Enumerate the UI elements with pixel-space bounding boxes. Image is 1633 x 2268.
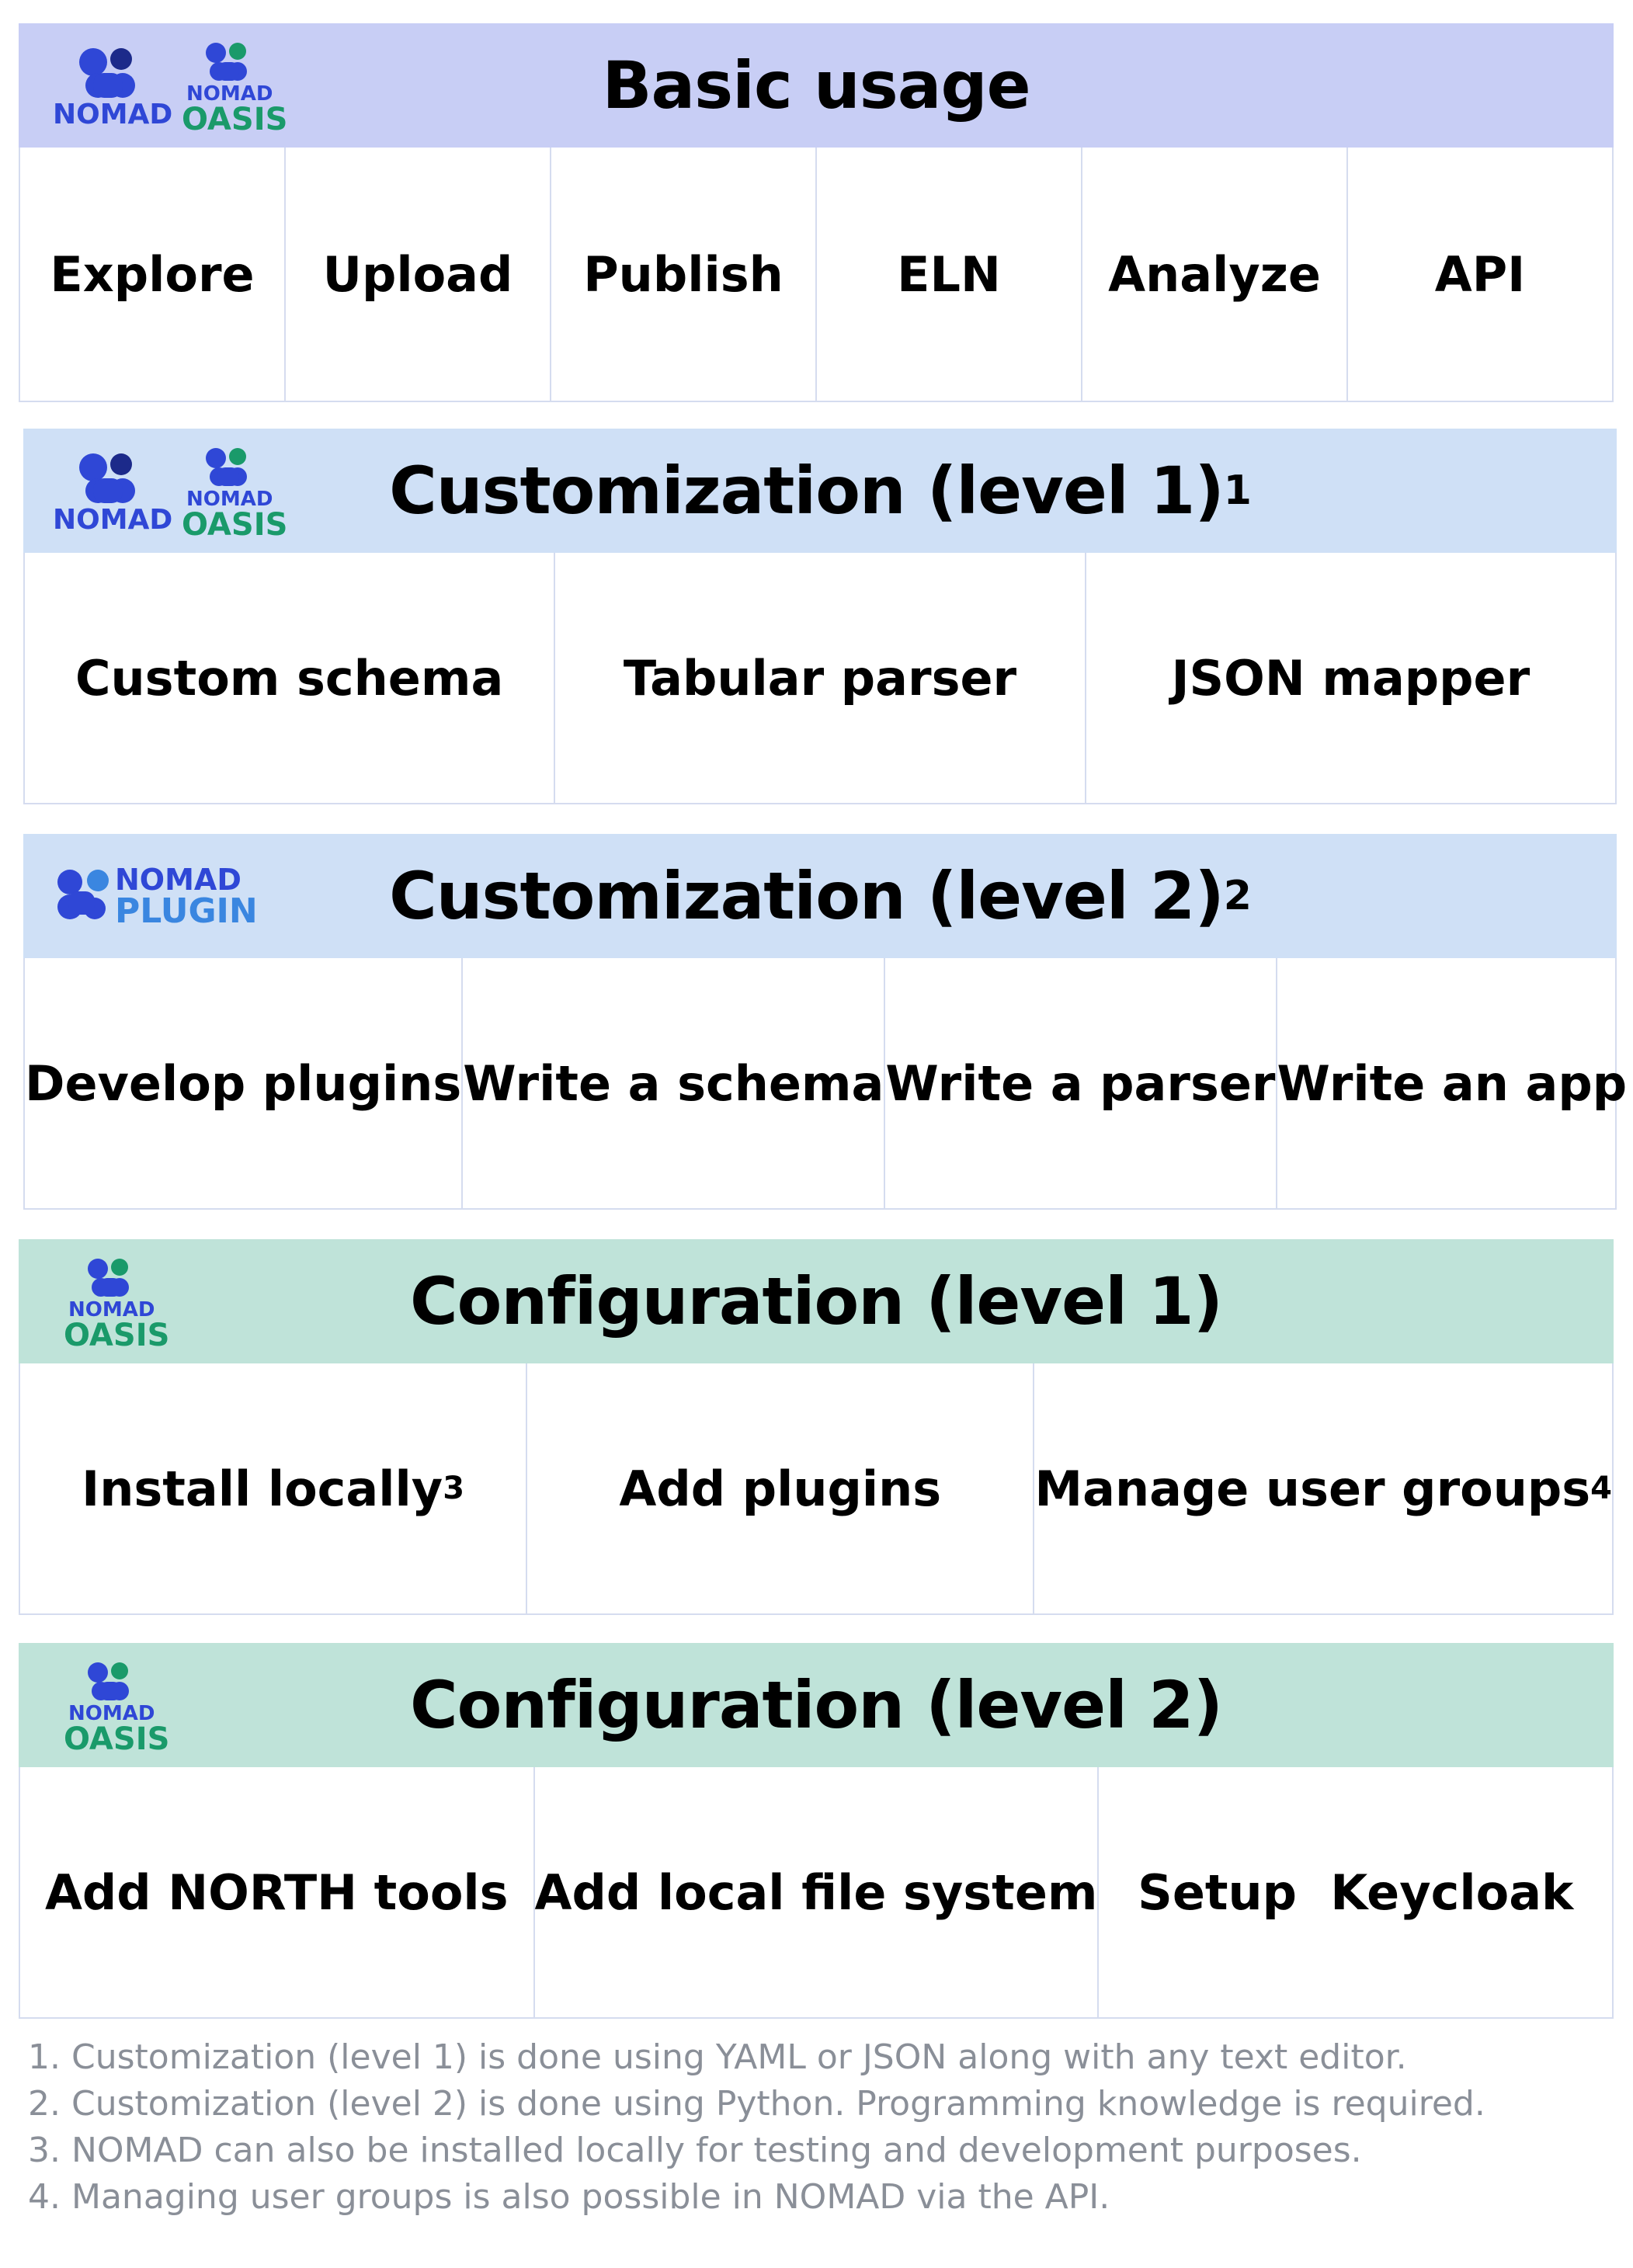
oasis-logo-bottom: OASIS [182, 507, 288, 543]
cell-write-a-parser[interactable]: Write a parser [885, 958, 1277, 1208]
oasis-logo-icon [88, 1259, 129, 1297]
footnote-marker: 3 [443, 1471, 465, 1506]
section-customization-level-1: NOMAD NOMAD OASIS Customization (level 1… [23, 429, 1617, 804]
footnote-marker: 4 [1590, 1471, 1613, 1506]
nomad-oasis-logo: NOMAD OASIS [61, 1660, 169, 1755]
section-customization-level-2: NOMAD PLUGIN Customization (level 2)2 De… [23, 834, 1627, 1210]
plugin-logo-bottom: PLUGIN [115, 891, 258, 931]
footnote-number: 2. [28, 2084, 61, 2124]
cell-add-north-tools[interactable]: Add NORTH tools [20, 1767, 535, 2017]
footnote-text: Customization (level 1) is done using YA… [71, 2037, 1407, 2077]
footnote: 4.Managing user groups is also possible … [28, 2174, 1612, 2221]
cell-eln[interactable]: ELN [817, 148, 1082, 401]
section-title: Basic usage [602, 47, 1030, 123]
cell-api[interactable]: API [1434, 245, 1526, 303]
footnote: 3. NOMAD can also be installed locally fo… [28, 2127, 1612, 2174]
oasis-logo-icon [206, 448, 247, 486]
nomad-oasis-logo: NOMAD OASIS [179, 446, 287, 540]
nomad-logo-icon [79, 48, 135, 98]
nomad-oasis-logo: NOMAD OASIS [179, 40, 287, 135]
cell-analyze[interactable]: Analyze [1082, 148, 1348, 401]
nomad-logo: NOMAD [53, 450, 172, 536]
footnote-number: 4. [28, 2177, 61, 2217]
section-header: NOMAD OASIS Configuration (level 2) [19, 1643, 1614, 1767]
oasis-logo-bottom: OASIS [182, 102, 288, 137]
footnote-number: 1. [28, 2037, 61, 2077]
cell-custom-schema[interactable]: Custom schema [25, 553, 556, 803]
footnote: 2.Customization (level 2) is done using … [28, 2081, 1612, 2127]
nomad-logo: NOMAD [53, 45, 172, 130]
section-basic-usage: NOMAD NOMAD OASIS Basic usage Explore Up… [19, 23, 1614, 402]
nomad-plugin-logo: NOMAD PLUGIN [51, 863, 284, 933]
section-cells: Custom schema Tabular parser JSON mapper [23, 553, 1617, 804]
footnote-text: NOMAD can also be installed locally for … [71, 2131, 1362, 2170]
oasis-logo-top: NOMAD [68, 1298, 155, 1322]
section-title: Customization (level 2)2 [389, 858, 1252, 934]
section-header: NOMAD PLUGIN Customization (level 2)2 [23, 834, 1617, 958]
section-configuration-level-2: NOMAD OASIS Configuration (level 2) Add … [19, 1643, 1614, 2019]
oasis-logo-top: NOMAD [186, 488, 273, 511]
plugin-logo-icon [57, 870, 109, 919]
footnote: 1.Customization (level 1) is done using … [28, 2034, 1612, 2081]
nomad-logo-text: NOMAD [53, 99, 173, 130]
cell-json-mapper[interactable]: JSON mapper [1171, 649, 1531, 707]
oasis-logo-bottom: OASIS [64, 1318, 170, 1353]
oasis-logo-icon [88, 1662, 129, 1700]
footnotes: 1.Customization (level 1) is done using … [28, 2034, 1612, 2221]
plugin-logo-top: NOMAD [115, 863, 241, 897]
section-title: Configuration (level 2) [410, 1667, 1223, 1743]
footnote-text: Managing user groups is also possible in… [71, 2177, 1110, 2217]
cell-add-local-file-system[interactable]: Add local file system [535, 1767, 1100, 2017]
title-footnote-marker: 1 [1223, 467, 1252, 514]
oasis-logo-top: NOMAD [186, 82, 273, 106]
cell-tabular-parser[interactable]: Tabular parser [555, 553, 1086, 803]
oasis-logo-bottom: OASIS [64, 1721, 170, 1757]
section-configuration-level-1: NOMAD OASIS Configuration (level 1) Inst… [19, 1239, 1614, 1615]
nomad-logo-icon [79, 453, 135, 503]
cell-upload[interactable]: Upload [286, 148, 551, 401]
footnote-text: Customization (level 2) is done using Py… [71, 2084, 1485, 2124]
cell-develop-plugins[interactable]: Develop plugins [25, 958, 464, 1208]
cell-write-an-app[interactable]: Write an app [1277, 1054, 1628, 1112]
section-header: NOMAD NOMAD OASIS Basic usage [19, 23, 1614, 148]
section-title: Configuration (level 1) [410, 1263, 1223, 1339]
footnote-number: 3. [28, 2131, 61, 2170]
nomad-oasis-logo: NOMAD OASIS [61, 1256, 169, 1351]
oasis-logo-icon [206, 43, 247, 81]
section-title: Customization (level 1)1 [389, 453, 1252, 529]
cell-publish[interactable]: Publish [551, 148, 817, 401]
section-cells: Explore Upload Publish ELN Analyze API [19, 148, 1614, 402]
nomad-logo-text: NOMAD [53, 504, 173, 536]
cell-explore[interactable]: Explore [20, 148, 286, 401]
cell-setup-keycloak[interactable]: Setup Keycloak [1138, 1863, 1574, 1921]
cell-add-plugins[interactable]: Add plugins [527, 1363, 1035, 1613]
oasis-logo-top: NOMAD [68, 1702, 155, 1725]
section-cells: Add NORTH tools Add local file system Se… [19, 1767, 1614, 2019]
title-footnote-marker: 2 [1223, 873, 1252, 919]
section-cells: Develop plugins Write a schema Write a p… [23, 958, 1627, 1210]
section-header: NOMAD OASIS Configuration (level 1) [19, 1239, 1614, 1363]
section-header: NOMAD NOMAD OASIS Customization (level 1… [23, 429, 1617, 553]
cell-write-a-schema[interactable]: Write a schema [463, 958, 886, 1208]
